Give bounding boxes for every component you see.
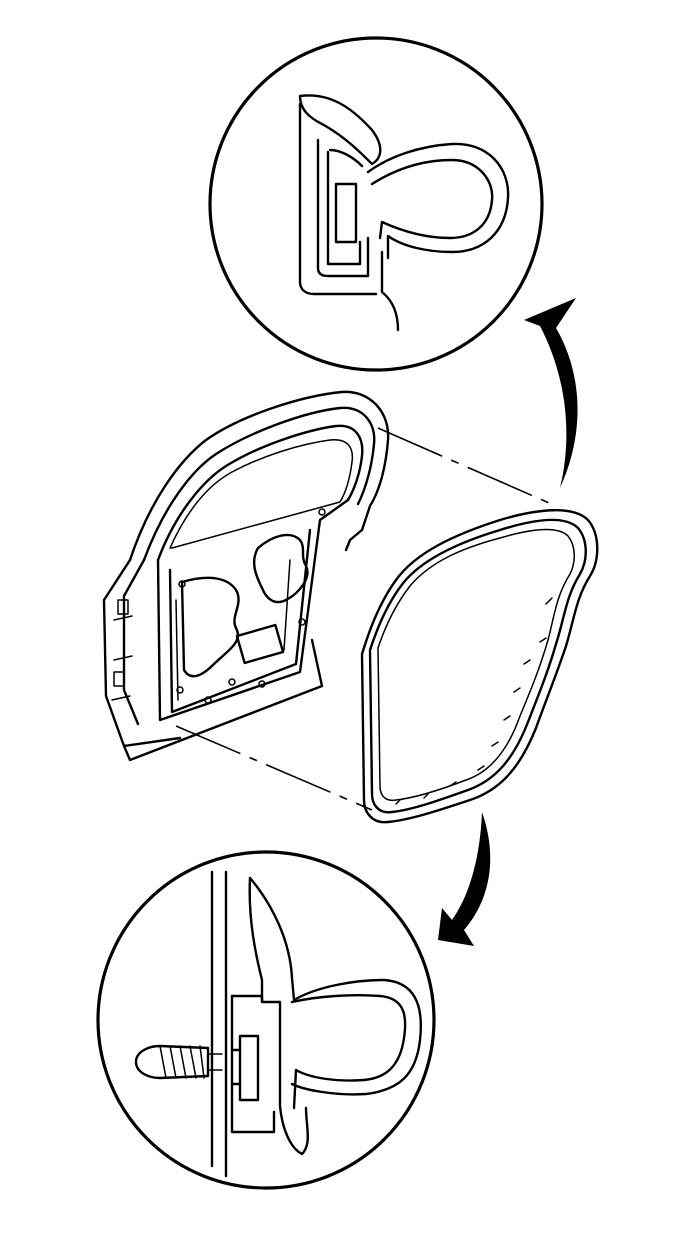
arrow-to-lower-detail bbox=[438, 812, 491, 946]
lower-detail-circle bbox=[96, 850, 436, 1190]
leader-lines bbox=[175, 427, 557, 811]
upper-seal-profile bbox=[298, 94, 510, 332]
push-pin-fastener bbox=[134, 1044, 223, 1080]
upper-detail-circle bbox=[208, 36, 544, 372]
rear-door-frame bbox=[102, 390, 390, 762]
lower-seal-profile bbox=[230, 876, 422, 1156]
lower-detail-callout bbox=[96, 850, 436, 1190]
arrow-to-upper-detail bbox=[524, 298, 578, 488]
upper-detail-callout bbox=[208, 36, 544, 372]
door-weatherstrip-seal bbox=[360, 509, 599, 824]
